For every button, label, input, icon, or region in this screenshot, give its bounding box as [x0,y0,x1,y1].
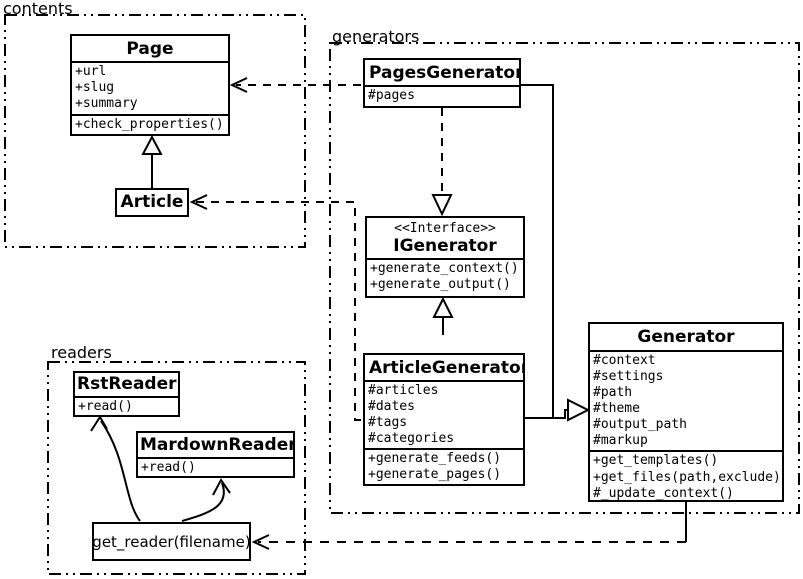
function-get-reader-label: get_reader(filename) [92,532,251,551]
pagesgenerator-to-page-arrowhead [229,77,248,93]
class-page-methods: +check_properties() [72,114,228,134]
member-line: #settings [593,369,664,384]
class-articlegenerator: ArticleGenerator #articles#dates#tags#ca… [363,353,525,486]
generator-inheritance-triangle [567,398,591,422]
class-igenerator: <<Interface>> IGenerator +generate_conte… [365,216,525,298]
class-generator-title: Generator [637,327,735,347]
class-rstreader-methods: +read() [75,396,178,415]
generator-to-getreader-arrowhead [251,534,270,550]
member-line: #categories [368,431,455,446]
class-rstreader: RstReader +read() [73,371,180,417]
member-line: +read() [78,399,133,414]
class-articlegenerator-attributes: #articles#dates#tags#categories [365,380,523,448]
class-generator-attributes: #context#settings#path#theme#output_path… [590,350,782,450]
member-line: +read() [141,460,196,475]
member-line: #tags [368,415,408,430]
class-page: Page +url+slug+summary +check_properties… [70,34,230,136]
member-line: #_update_context() [593,486,734,501]
class-page-title: Page [126,39,174,59]
member-line: #path [593,385,633,400]
package-border-contents [4,14,306,248]
getreader-to-rstreader-curve [100,420,141,522]
class-markdownreader-title: MardownReader [140,435,295,455]
getreader-to-markdownreader-curve [181,482,225,522]
member-line: +generate_context() [370,261,519,276]
package-label-generators: generators [332,27,420,46]
class-generator-methods: +get_templates()+get_files(path,exclude)… [590,450,782,501]
member-line: +generate_pages() [368,467,502,482]
article-to-page-inheritance-triangle [141,134,163,155]
member-line: +generate_output() [370,277,511,292]
member-line: +slug [75,80,115,95]
member-line: #output_path [593,417,687,432]
member-line: #pages [368,88,415,103]
class-igenerator-methods: +generate_context()+generate_output() [367,258,523,296]
class-page-attributes: +url+slug+summary [72,61,228,114]
member-line: #context [593,353,656,368]
class-markdownreader: MardownReader +read() [136,431,295,478]
package-label-readers: readers [51,343,112,362]
member-line: #theme [593,401,640,416]
member-line: #dates [368,399,415,414]
class-generator: Generator #context#settings#path#theme#o… [588,322,784,502]
class-igenerator-title: IGenerator [393,236,497,256]
getreader-to-rstreader-arrowhead [90,415,108,432]
member-line: +summary [75,96,138,111]
member-line: +check_properties() [75,117,224,132]
member-line: +generate_feeds() [368,451,502,466]
pagesgenerator-to-generator-line [521,84,554,418]
class-pagesgenerator: PagesGenerator #pages [363,58,521,108]
class-pagesgenerator-title: PagesGenerator [369,63,521,83]
class-articlegenerator-title: ArticleGenerator [369,358,525,378]
member-line: #markup [593,433,648,448]
package-label-contents: contents [3,0,73,18]
function-get-reader: get_reader(filename) [92,522,251,561]
articlegenerator-to-igenerator-inheritance-triangle [432,296,454,318]
class-markdownreader-methods: +read() [138,457,293,476]
class-article-title: Article [120,192,184,212]
class-articlegenerator-methods: +generate_feeds()+generate_pages() [365,448,523,484]
class-rstreader-title: RstReader [77,374,177,394]
pagesgenerator-to-igenerator-realization-triangle [431,194,453,217]
member-line: +get_files(path,exclude) [593,469,781,485]
member-line: +url [75,64,107,79]
package-border-generators [329,42,800,514]
member-line: #articles [368,383,439,398]
member-line: +get_templates() [593,453,719,468]
class-article: Article [115,188,189,217]
class-igenerator-stereotype: <<Interface>> [394,221,496,236]
articlegenerator-to-generator-line [525,409,568,419]
articlegenerator-to-article-line [196,201,361,421]
getreader-to-markdownreader-arrowhead [212,478,231,496]
package-border-readers [47,361,306,575]
class-pagesgenerator-attributes: #pages [365,85,519,106]
articlegenerator-to-article-arrowhead [189,194,208,210]
